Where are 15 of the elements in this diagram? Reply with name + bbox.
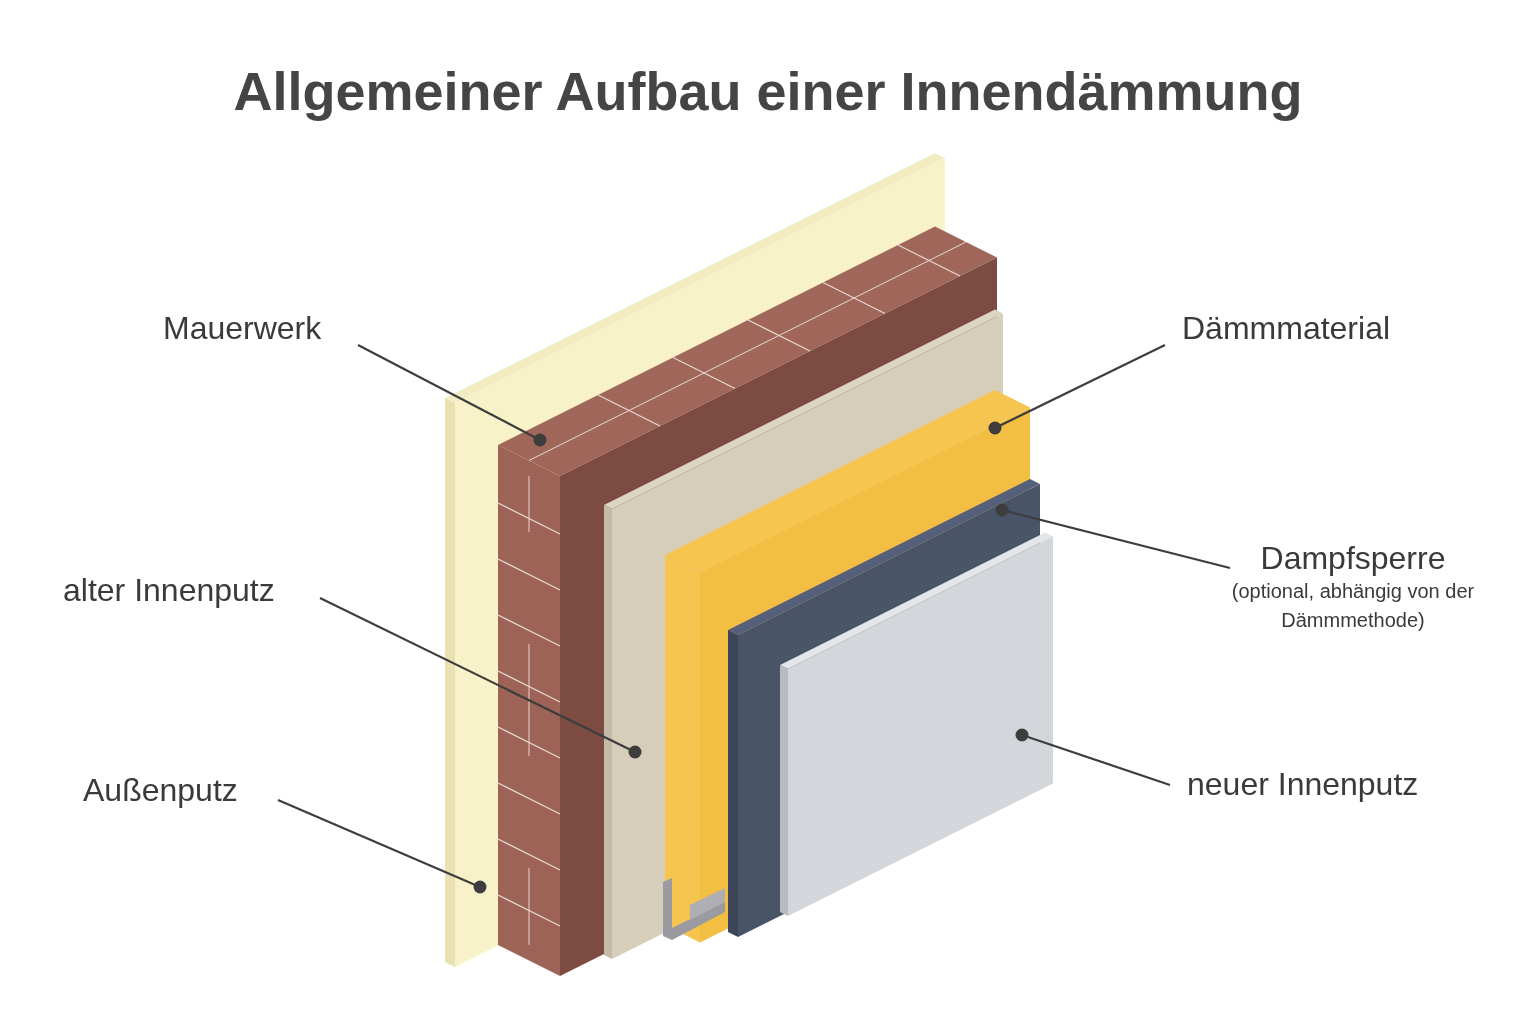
diagram-title: Allgemeiner Aufbau einer Innendämmung	[232, 60, 1304, 122]
leader-line	[995, 503, 1231, 570]
new-plaster-layer	[780, 532, 1053, 916]
layer-label: Dampfsperre	[1259, 540, 1447, 577]
layer-label: Dämmmaterial	[1182, 310, 1391, 347]
note-text: (optional, abhängig von der Dämmmethode)	[1230, 579, 1476, 633]
leader-line	[319, 597, 642, 759]
layer-label: alter Innenputz	[63, 572, 275, 609]
leader-line	[357, 344, 547, 447]
leader-line	[277, 799, 487, 894]
layer-label: Außenputz	[83, 772, 238, 809]
layer-label: Mauerwerk	[163, 310, 322, 347]
leader-line	[988, 344, 1166, 435]
layer-label: neuer Innenputz	[1187, 766, 1419, 803]
leader-line	[1015, 728, 1171, 787]
